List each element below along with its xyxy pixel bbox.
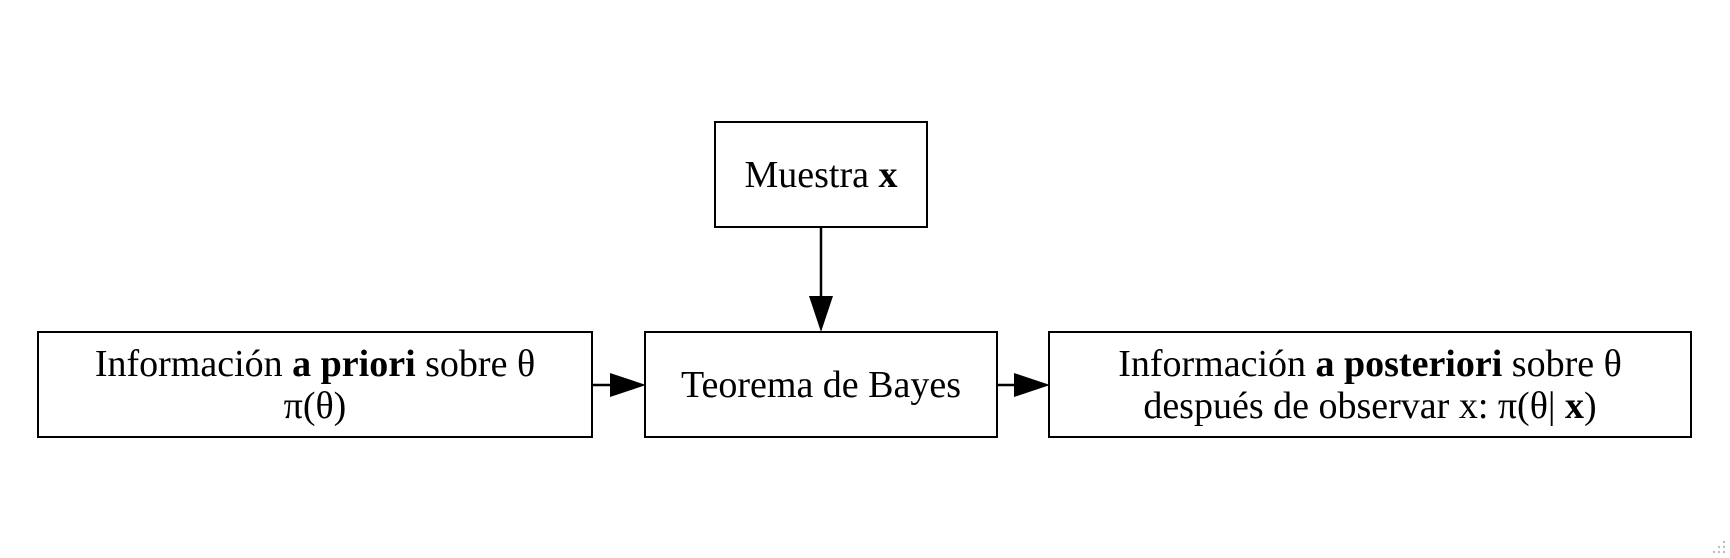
node-priori-line1: Información a priori sobre θ xyxy=(94,342,536,385)
node-bayes-label: Teorema de Bayes xyxy=(680,363,962,406)
resize-grip-icon[interactable] xyxy=(1712,540,1726,554)
node-posteriori-line2: después de observar x: π(θ| x) xyxy=(1143,384,1597,427)
edge-bayes-to-posteriori xyxy=(997,373,1050,397)
node-informacion-a-priori: Información a priori sobre θ π(θ) xyxy=(37,331,593,438)
node-muestra-label: Muestra x xyxy=(744,153,898,196)
node-priori-line2: π(θ) xyxy=(283,384,347,427)
node-posteriori-line1: Información a posteriori sobre θ xyxy=(1118,342,1622,385)
node-muestra: Muestra x xyxy=(714,121,928,228)
node-teorema-de-bayes: Teorema de Bayes xyxy=(644,331,998,438)
edge-priori-to-bayes xyxy=(591,373,646,397)
node-informacion-a-posteriori: Información a posteriori sobre θ después… xyxy=(1048,331,1692,438)
edge-muestra-to-bayes xyxy=(809,227,833,332)
